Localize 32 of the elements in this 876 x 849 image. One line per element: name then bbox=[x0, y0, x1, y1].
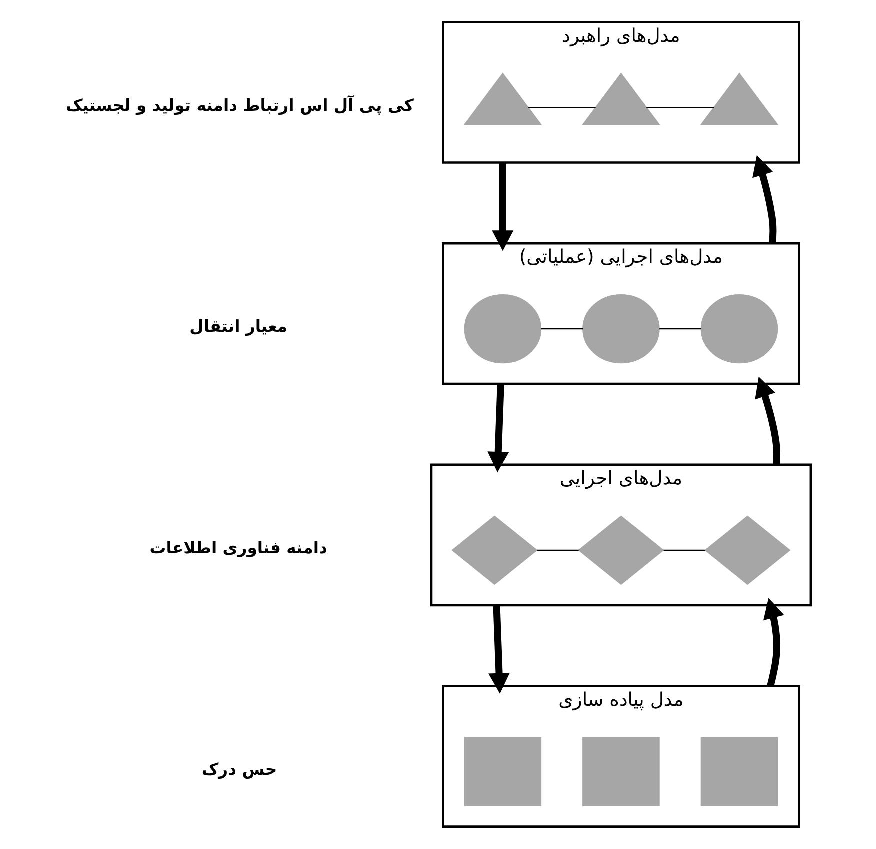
arrow bbox=[492, 162, 514, 252]
node-triangle bbox=[581, 72, 660, 126]
label: معیار انتقال bbox=[189, 317, 288, 336]
connector bbox=[536, 550, 578, 551]
node-box bbox=[700, 737, 778, 806]
node-triangle bbox=[463, 72, 542, 126]
node-diamond bbox=[578, 516, 664, 586]
cluster: مدل‌های راهبرد bbox=[442, 21, 800, 164]
node-diamond bbox=[704, 516, 790, 586]
node-ellipse bbox=[464, 294, 542, 364]
connector bbox=[528, 107, 596, 108]
arrow bbox=[762, 598, 784, 688]
connector bbox=[646, 107, 714, 108]
node-triangle bbox=[700, 72, 778, 126]
arrow bbox=[487, 384, 509, 472]
node-ellipse bbox=[700, 294, 778, 364]
node-diamond bbox=[451, 516, 538, 586]
cluster: مدل‌های اجرایی (عملیاتی) bbox=[442, 242, 800, 386]
connector bbox=[540, 328, 583, 330]
label: دامنه فناوری اطلاعات bbox=[149, 538, 327, 558]
cluster: مدل‌های اجرایی bbox=[430, 464, 812, 607]
arrow bbox=[752, 156, 776, 244]
connector bbox=[659, 328, 701, 330]
node-box bbox=[582, 737, 660, 806]
arrow bbox=[488, 605, 510, 694]
connector bbox=[663, 550, 705, 551]
node-ellipse bbox=[582, 294, 660, 364]
label: کی پی آل اس ارتباط دامنه تولید و لجستیک bbox=[66, 96, 414, 115]
node-box bbox=[464, 737, 542, 806]
label: حس درک bbox=[201, 760, 277, 779]
arrow bbox=[754, 376, 780, 466]
cluster: مدل پیاده سازی bbox=[442, 685, 800, 828]
